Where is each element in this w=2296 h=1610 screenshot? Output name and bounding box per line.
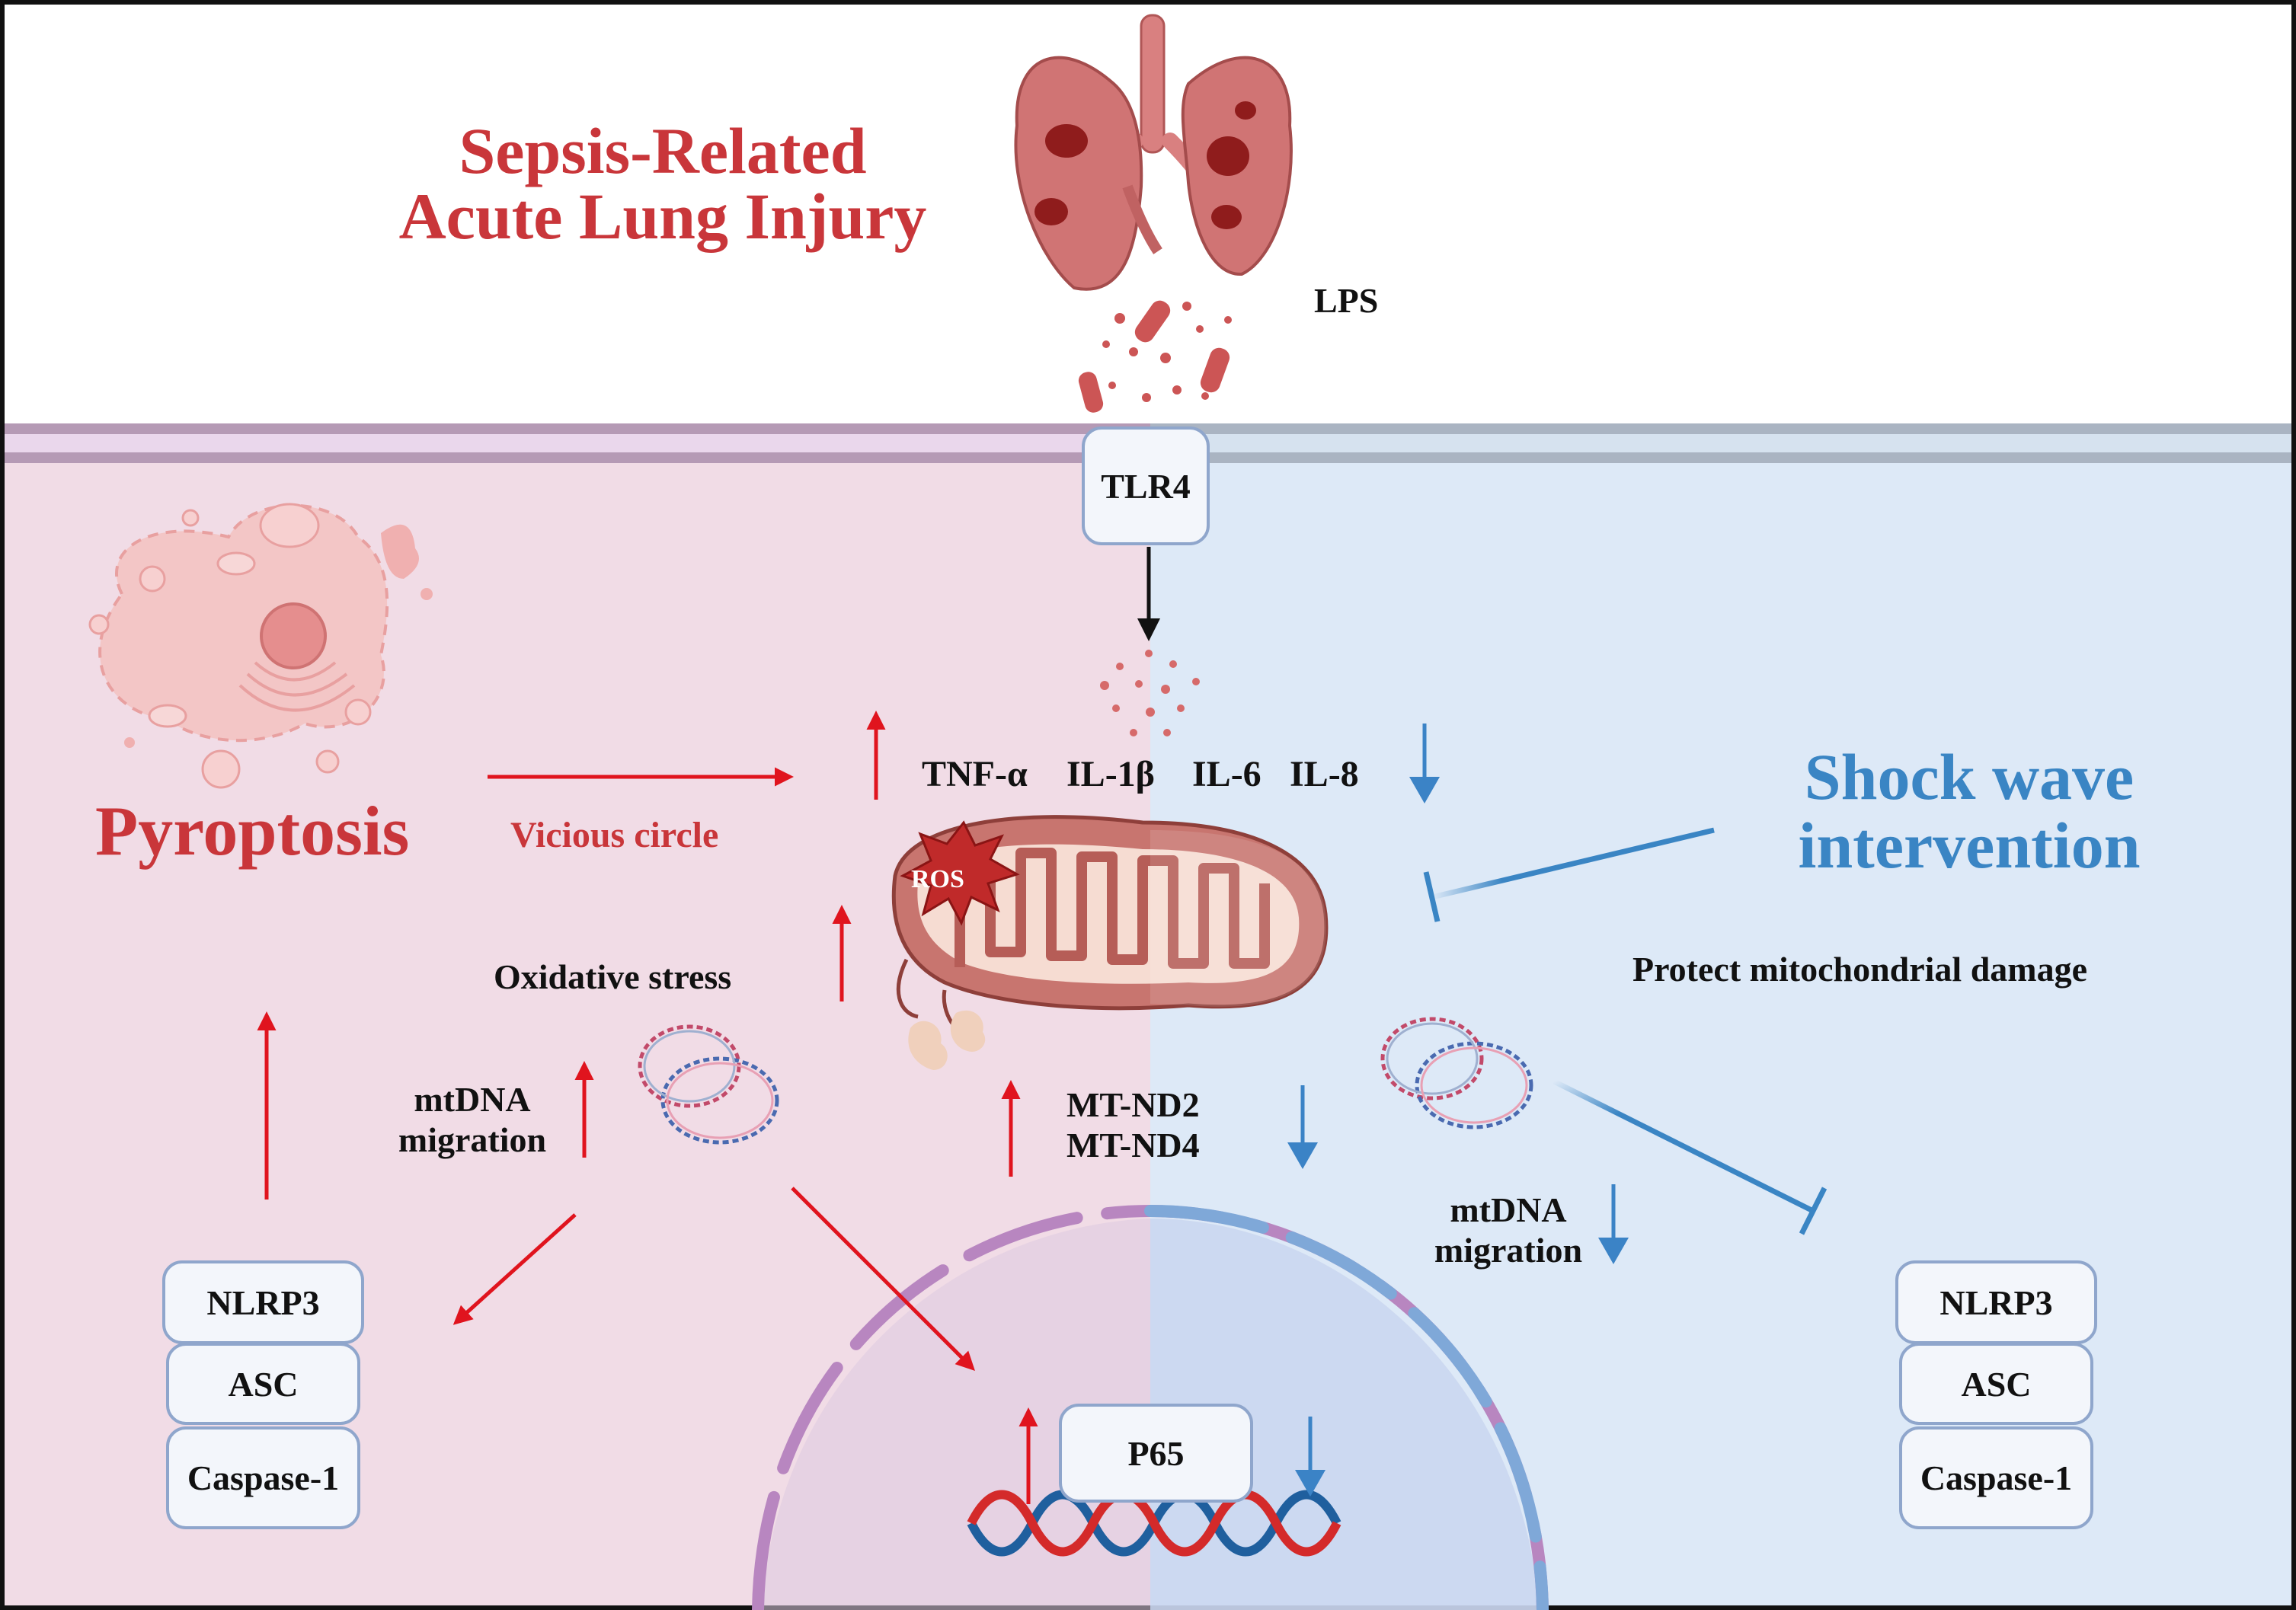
- mtdna-to-inflammasome-arrow: [452, 1213, 577, 1325]
- mtdna-right-illustration: [1380, 1017, 1533, 1129]
- shock-wave-intervention-label: Shock wave intervention: [1748, 743, 2190, 880]
- red-arrows: [257, 710, 1038, 1504]
- mitochondrion: [891, 815, 1329, 1070]
- mtdna-left-line-1: mtDNA: [414, 1080, 531, 1119]
- asc-box-right: ASC: [1899, 1343, 2093, 1425]
- cytokine-down-arrow: [1409, 724, 1440, 803]
- diagram-title: Sepsis-Related Acute Lung Injury: [358, 118, 967, 249]
- mtdna-migration-right-label: mtDNA migration: [1409, 1190, 1607, 1271]
- pyroptosis-label: Pyroptosis: [95, 792, 410, 870]
- asc-box-left: ASC: [166, 1343, 360, 1425]
- shockwave-inhibits-mitochondria: [1431, 827, 1715, 900]
- cytokine-il6: IL-6: [1192, 754, 1262, 794]
- lps-fragments: [1078, 300, 1232, 413]
- protect-mitochondrial-label: Protect mitochondrial damage: [1632, 950, 2088, 989]
- nlrp3-box-right: NLRP3: [1895, 1260, 2097, 1344]
- cytokine-particles: [1100, 650, 1200, 736]
- mtdna-inhibits-inflammasome: [1553, 1078, 1815, 1214]
- p65-box: P65: [1059, 1404, 1253, 1503]
- mt-nd-line-2: MT-ND4: [1066, 1125, 1200, 1164]
- mt-nd-down-arrow: [1287, 1085, 1318, 1169]
- mt-nd-line-1: MT-ND2: [1066, 1085, 1200, 1124]
- cytokine-il1b: IL-1β: [1066, 754, 1155, 794]
- mtdna-right-line-1: mtDNA: [1450, 1190, 1567, 1229]
- lungs-illustration: [1014, 14, 1293, 291]
- ros-label: ROS: [911, 865, 964, 893]
- blue-arrows: [1287, 724, 1629, 1497]
- mt-nd-label: MT-ND2 MT-ND4: [1066, 1085, 1200, 1166]
- lps-label: LPS: [1314, 281, 1379, 320]
- ros-starburst: [900, 820, 1020, 926]
- nlrp3-box-left: NLRP3: [162, 1260, 364, 1344]
- pyroptotic-cell-illustration: [88, 503, 433, 789]
- mtdna-to-p65-arrow: [791, 1187, 975, 1371]
- tlr4-receptor: TLR4: [1082, 426, 1210, 545]
- vicious-circle-label: Vicious circle: [510, 815, 719, 855]
- mtdna-left-line-2: migration: [398, 1120, 547, 1159]
- p65-down-arrow: [1295, 1417, 1325, 1497]
- mtdna-left-illustration: [638, 1024, 779, 1145]
- dna-helix-illustration: [967, 1490, 1341, 1557]
- title-line-2: Acute Lung Injury: [398, 180, 927, 253]
- title-line-1: Sepsis-Related: [459, 114, 867, 187]
- cell-membrane: [0, 423, 2296, 463]
- caspase1-box-right: Caspase-1: [1899, 1426, 2093, 1529]
- mtdna-migration-left-label: mtDNA migration: [373, 1080, 571, 1161]
- caspase1-box-left: Caspase-1: [166, 1426, 360, 1529]
- cytokine-il8: IL-8: [1290, 754, 1359, 794]
- cytokine-tnf: TNF-α: [922, 754, 1028, 794]
- intervention-line-2: intervention: [1798, 809, 2141, 883]
- mtdna-right-line-2: migration: [1434, 1230, 1583, 1270]
- mtdna-migration-down-arrow: [1598, 1184, 1629, 1264]
- oxidative-stress-label: Oxidative stress: [494, 957, 732, 996]
- intervention-line-1: Shock wave: [1804, 740, 2135, 813]
- inhibition-lines: [1423, 827, 1828, 1235]
